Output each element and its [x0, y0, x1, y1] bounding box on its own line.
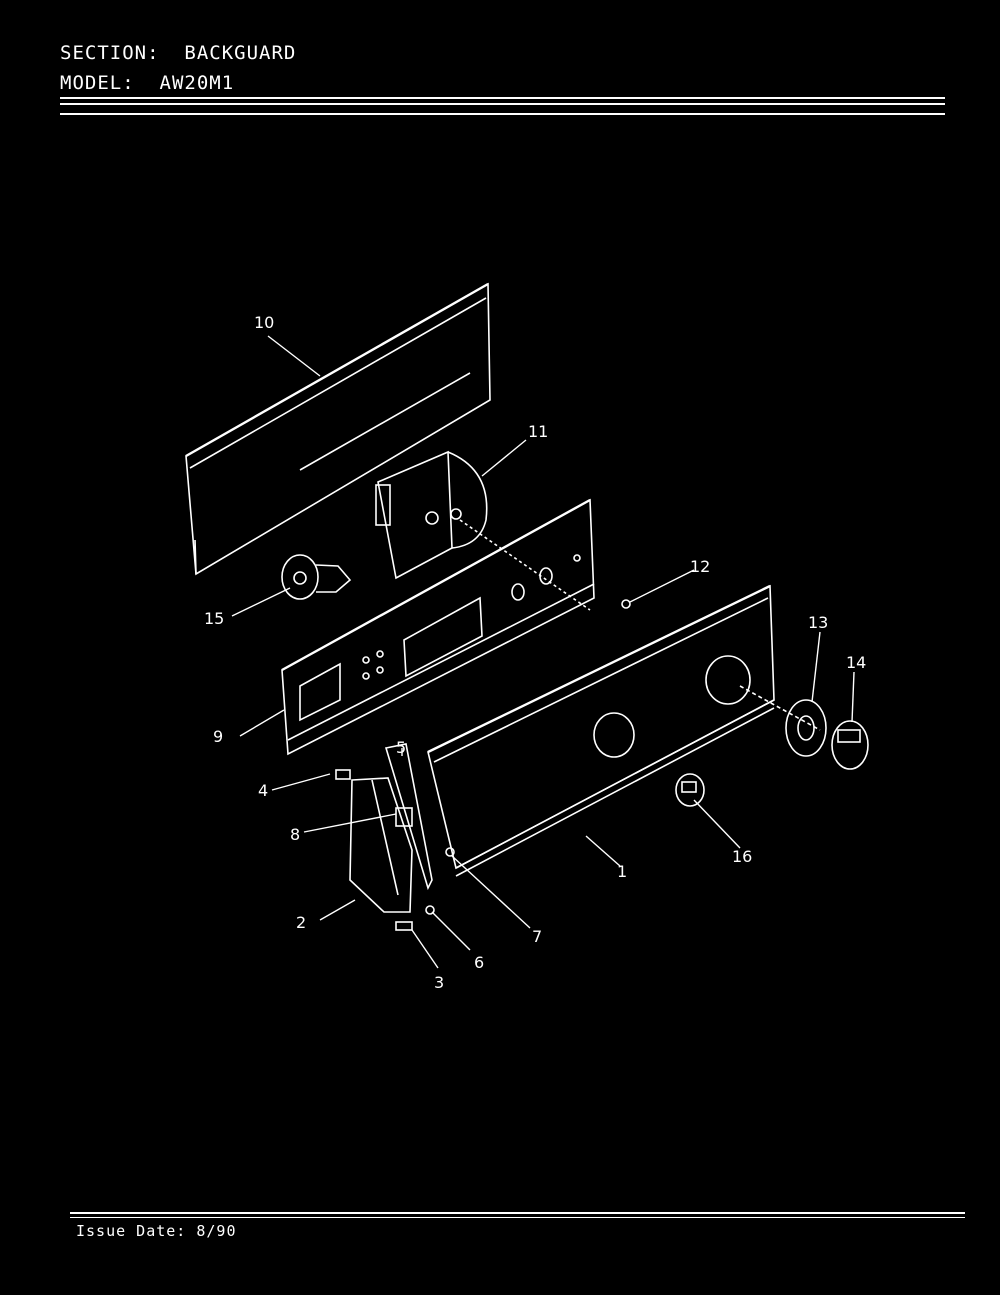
part-1-console [427, 584, 821, 877]
callout-8: 8 [290, 825, 300, 844]
header-rule-top [60, 97, 945, 99]
callout-15: 15 [204, 609, 224, 628]
callout-4: 4 [258, 781, 268, 800]
footer-rule-thin [70, 1217, 965, 1218]
part-3-clip [395, 921, 413, 931]
section-label: SECTION: [60, 42, 160, 64]
callout-10: 10 [254, 313, 274, 332]
callout-5: 5 [396, 738, 406, 757]
header-rule-mid [60, 103, 945, 105]
part-6-screw [425, 905, 435, 915]
part-14-knob [831, 720, 869, 770]
callout-13: 13 [808, 613, 828, 632]
model-value: AW20M1 [159, 72, 235, 94]
part-13-dial-skirt [785, 699, 827, 757]
part-10-rear-panel [185, 282, 491, 576]
callout-11: 11 [528, 422, 548, 441]
callout-3: 3 [434, 973, 444, 992]
model-header: MODEL: AW20M1 [60, 72, 234, 94]
section-value: BACKGUARD [184, 42, 297, 64]
part-9-control-panel [281, 498, 595, 756]
part-15-switch [281, 554, 352, 600]
callout-6: 6 [474, 953, 484, 972]
model-label: MODEL: [60, 72, 135, 94]
callout-7: 7 [532, 927, 542, 946]
part-4-clip [335, 769, 351, 780]
callout-1: 1 [617, 862, 627, 881]
part-16-knob [675, 773, 705, 807]
callout-16: 16 [732, 847, 752, 866]
callout-9: 9 [213, 727, 223, 746]
callout-labels: 10 11 15 12 13 14 9 5 4 8 1 16 2 3 6 7 [204, 313, 866, 992]
section-header: SECTION: BACKGUARD [60, 42, 296, 64]
part-7-screw [445, 847, 455, 857]
issue-date: Issue Date: 8/90 [76, 1222, 237, 1240]
callout-12: 12 [690, 557, 710, 576]
part-12-screw [621, 599, 631, 609]
part-2-end-cap [349, 777, 413, 913]
part-11-timer [375, 450, 591, 611]
callout-14: 14 [846, 653, 866, 672]
callout-2: 2 [296, 913, 306, 932]
footer-rule [70, 1212, 965, 1214]
header-rule-bottom [60, 113, 945, 115]
leader-lines [231, 335, 855, 969]
part-5-trim [384, 743, 433, 891]
